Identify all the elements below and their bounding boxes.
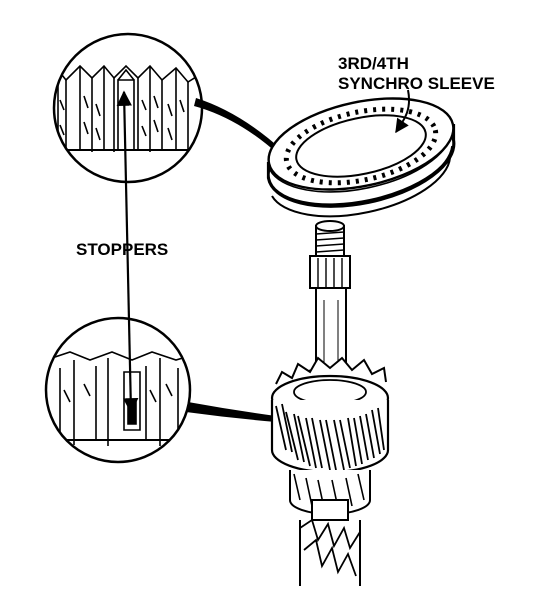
magnified-detail-top bbox=[52, 32, 282, 184]
magnified-detail-bottom bbox=[44, 316, 276, 464]
synchro-sleeve-label-line1: 3RD/4TH bbox=[338, 54, 409, 73]
gear-cluster bbox=[270, 356, 390, 586]
synchro-sleeve bbox=[266, 97, 456, 218]
sleeve-indicator-arrow bbox=[395, 89, 410, 134]
synchro-sleeve-label-line2: SYNCHRO SLEEVE bbox=[338, 74, 495, 93]
stoppers-indicator-arrow bbox=[116, 90, 139, 414]
synchro-sleeve-label: 3RD/4TH SYNCHRO SLEEVE bbox=[338, 54, 495, 94]
mainshaft bbox=[299, 220, 361, 389]
stoppers-label: STOPPERS bbox=[76, 240, 169, 259]
